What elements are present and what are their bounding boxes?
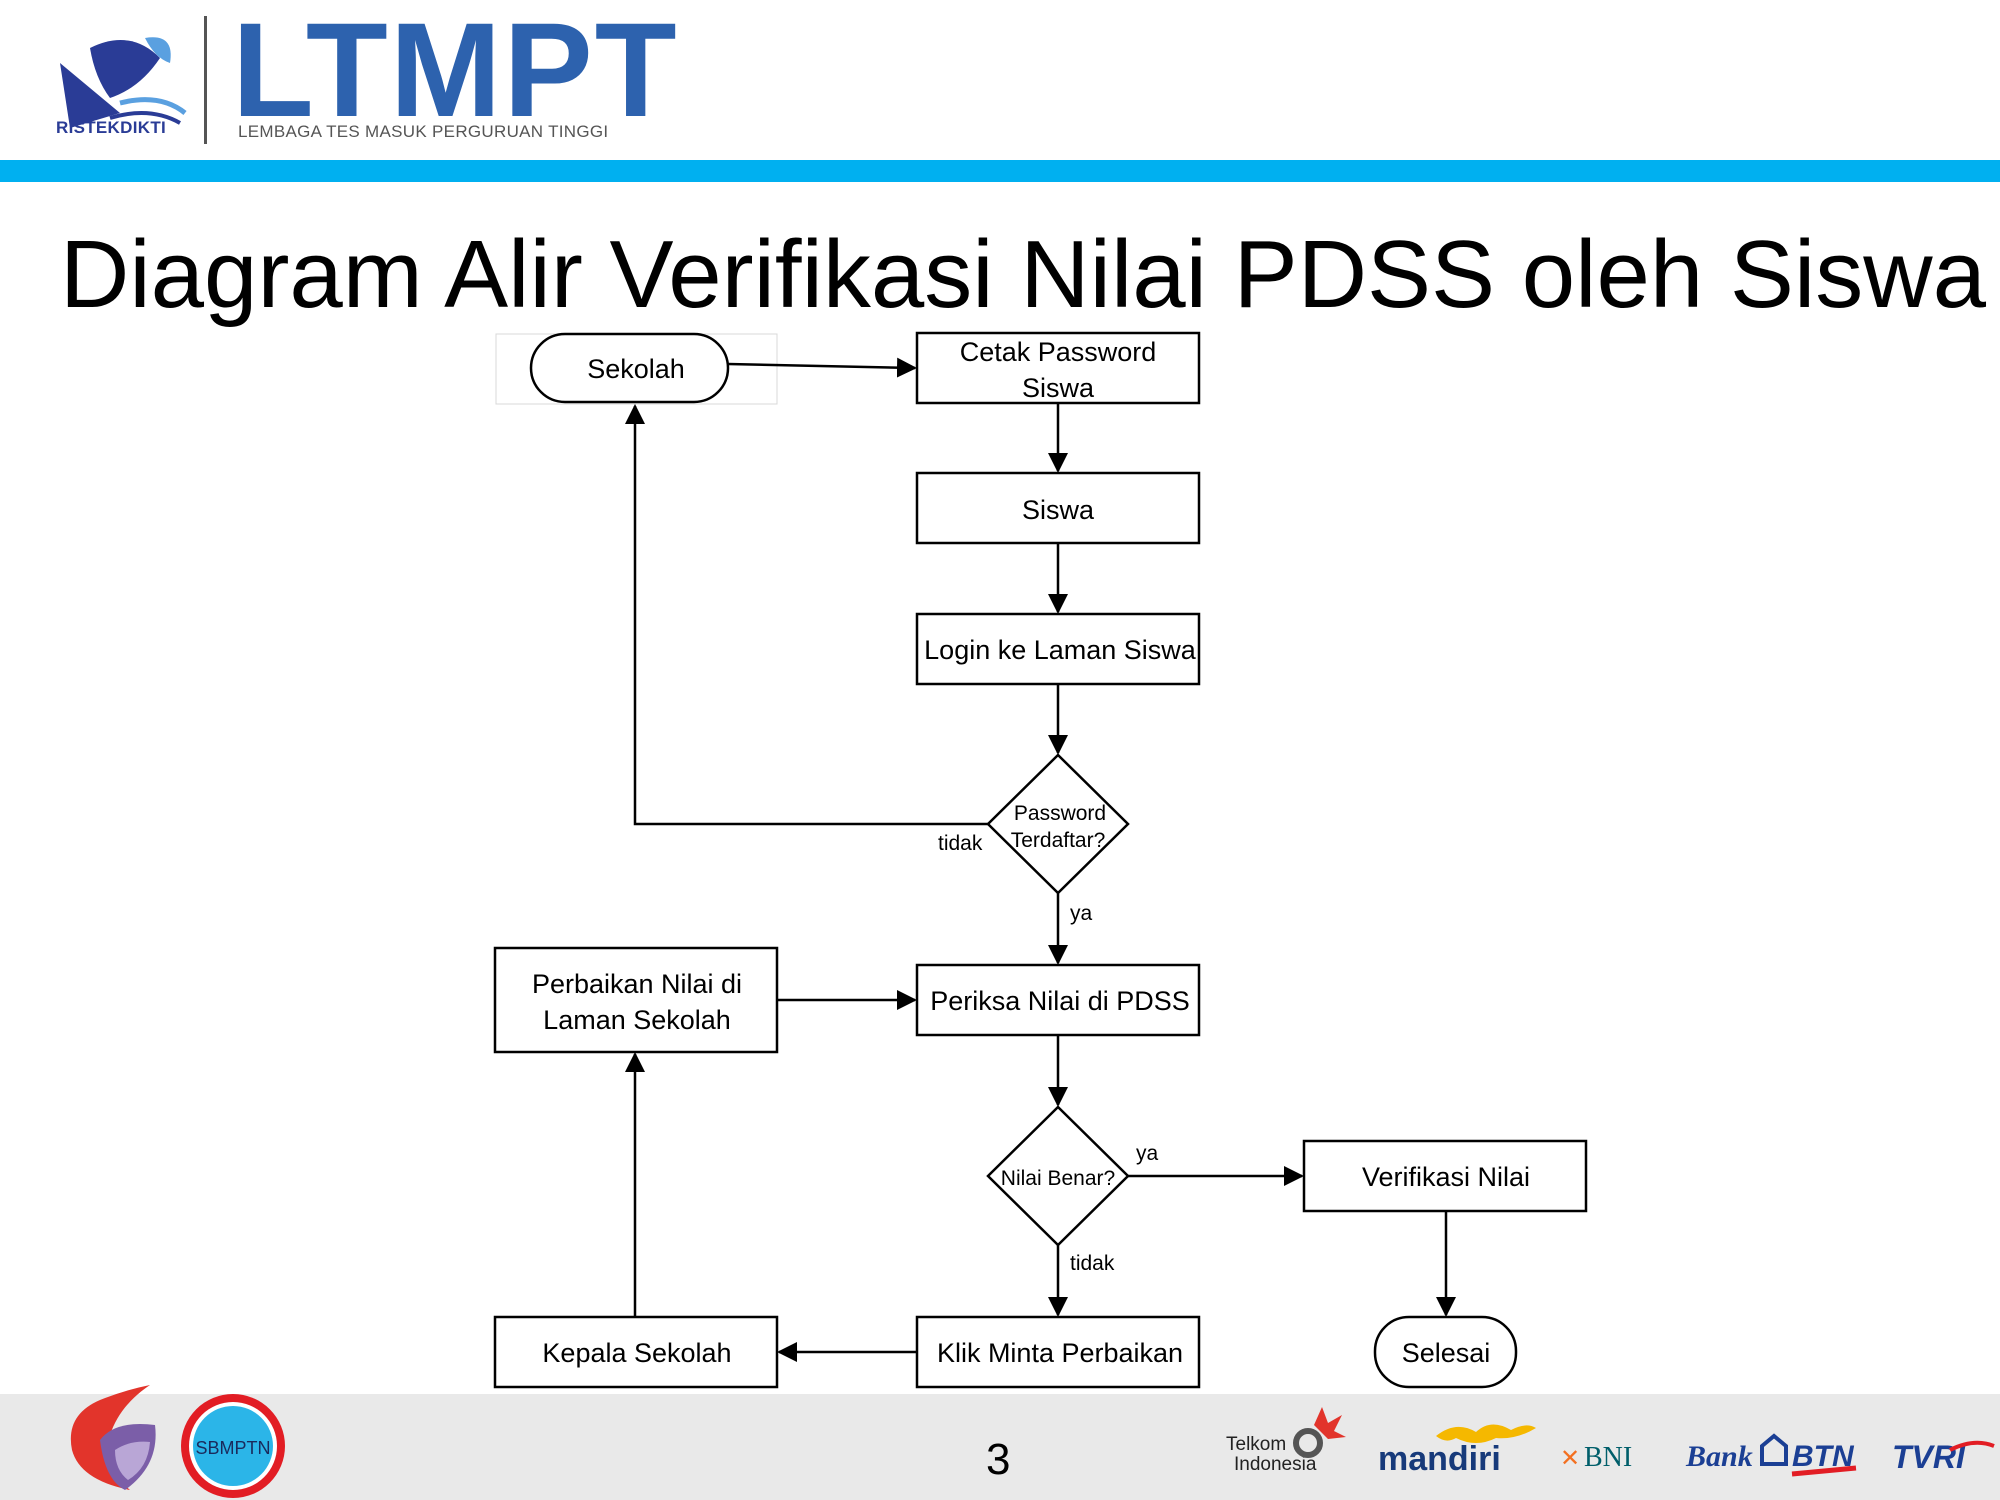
page-title: Diagram Alir Verifikasi Nilai PDSS oleh … <box>60 221 1986 328</box>
ltmpt-subtitle: LEMBAGA TES MASUK PERGURUAN TINGGI <box>238 122 609 141</box>
btn-bank-label: Bank <box>1685 1440 1753 1473</box>
sbmptn-label: SBMPTN <box>195 1438 270 1458</box>
node-verifikasi-nilai <box>1302 1139 1588 1213</box>
ristekdikti-logo <box>60 37 187 128</box>
node-siswa-label: Siswa <box>1022 495 1095 525</box>
edge-label-d2-tidak: tidak <box>1070 1252 1115 1275</box>
node-sekolah-label: Sekolah <box>587 354 685 384</box>
telkom-logo: Telkom Indonesia <box>1226 1407 1346 1475</box>
ltmpt-logo-text: LTMPT <box>232 0 679 145</box>
node-selesai-label: Selesai <box>1402 1338 1491 1368</box>
kemdikbud-flame-logo <box>70 1385 156 1490</box>
node-cetak-password <box>915 331 1201 405</box>
decision2-label: Nilai Benar? <box>1001 1167 1115 1190</box>
node-login-label: Login ke Laman Siswa <box>924 635 1197 665</box>
bni-label: BNI <box>1584 1442 1632 1473</box>
btn-house-icon <box>1760 1433 1788 1466</box>
node-periksa-nilai <box>915 963 1201 1037</box>
header-divider <box>204 16 207 144</box>
accent-bar <box>0 160 2000 182</box>
node-periksa-label: Periksa Nilai di PDSS <box>930 986 1190 1016</box>
page-number: 3 <box>986 1435 1011 1484</box>
node-klik-label: Klik Minta Perbaikan <box>937 1338 1183 1368</box>
node-perbaikan-line2: Laman Sekolah <box>543 1005 731 1035</box>
sbmptn-logo: SBMPTN <box>181 1394 285 1498</box>
node-perbaikan-line1: Perbaikan Nilai di <box>532 969 742 999</box>
node-kepala-label: Kepala Sekolah <box>542 1338 731 1368</box>
node-cetak-line2: Siswa <box>1022 373 1095 403</box>
header: RISTEKDIKTI LTMPT LEMBAGA TES MASUK PERG… <box>0 0 2000 160</box>
bni-logo: ✕ BNI <box>1560 1442 1632 1473</box>
decision1-line2: Terdaftar? <box>1011 829 1106 852</box>
telkom-line2: Indonesia <box>1234 1454 1317 1475</box>
bni-icon: ✕ <box>1560 1445 1580 1472</box>
edge-sekolah-cetak <box>727 357 917 378</box>
tvri-logo: TVRI <box>1892 1439 1995 1475</box>
decision1-line1: Password <box>1014 802 1106 825</box>
ristekdikti-label: RISTEKDIKTI <box>56 118 167 137</box>
btn-logo: Bank BTN <box>1685 1433 1857 1477</box>
node-sekolah <box>529 332 730 404</box>
node-login <box>915 612 1201 686</box>
footer <box>0 1394 2000 1500</box>
edge-label-d1-ya: ya <box>1070 902 1093 925</box>
edge-label-d1-tidak: tidak <box>938 832 983 855</box>
mandiri-logo: mandiri <box>1378 1424 1536 1478</box>
node-cetak-line1: Cetak Password <box>960 337 1157 367</box>
node-verifikasi-label: Verifikasi Nilai <box>1362 1162 1530 1192</box>
node-selesai <box>1373 1315 1518 1389</box>
tvri-label: TVRI <box>1892 1439 1966 1475</box>
edge-decision1-no-sekolah <box>625 404 988 826</box>
mandiri-label: mandiri <box>1378 1440 1501 1478</box>
telkom-line1: Telkom <box>1226 1434 1286 1455</box>
node-perbaikan-nilai <box>493 946 779 1054</box>
edge-label-d2-ya: ya <box>1136 1142 1159 1165</box>
